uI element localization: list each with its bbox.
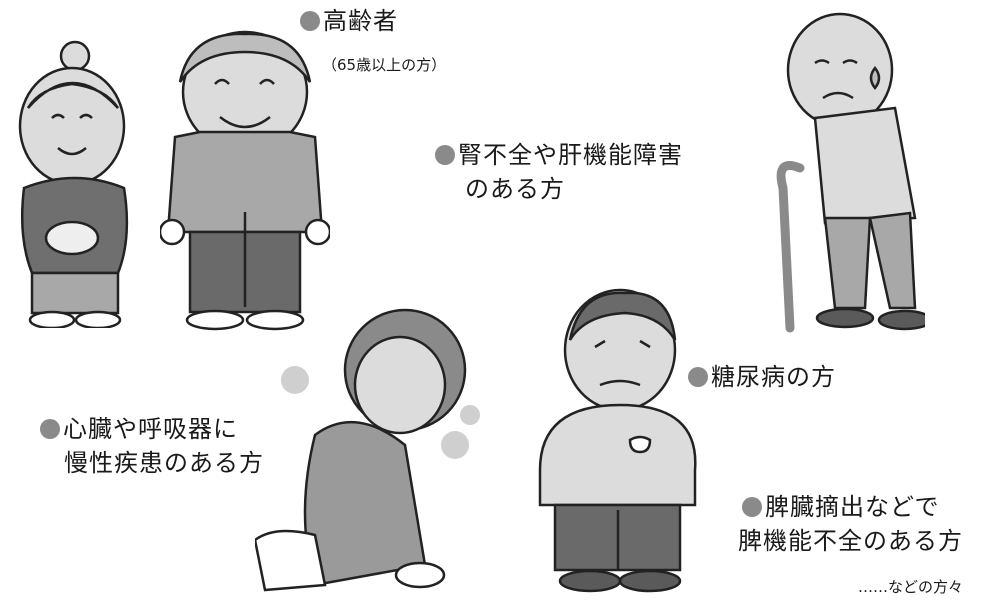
label-etc: ……などの方々 [858, 578, 964, 596]
bullet-icon [688, 367, 708, 387]
bullet-icon [40, 419, 60, 439]
label-spleen: 脾臓摘出などで 脾機能不全のある方 [738, 493, 963, 555]
label-heart-lung: 心臓や呼吸器に 慢性疾患のある方 [40, 412, 264, 480]
bullet-icon [300, 11, 320, 31]
diabetic-man-illustration [538, 288, 697, 593]
man-with-cane-illustration [776, 12, 925, 333]
label-kidney-liver: 腎不全や肝機能障害 のある方 [435, 138, 683, 206]
label-elderly-note: （65歳以上の方） [322, 56, 447, 74]
label-diabetes: 糖尿病の方 [688, 360, 836, 394]
elderly-woman-illustration [18, 40, 129, 328]
bullet-icon [742, 497, 762, 517]
elderly-man-illustration [160, 30, 330, 331]
bullet-icon [435, 145, 455, 165]
kneeling-woman-illustration [255, 308, 480, 592]
label-elderly: 高齢者 [300, 4, 398, 38]
